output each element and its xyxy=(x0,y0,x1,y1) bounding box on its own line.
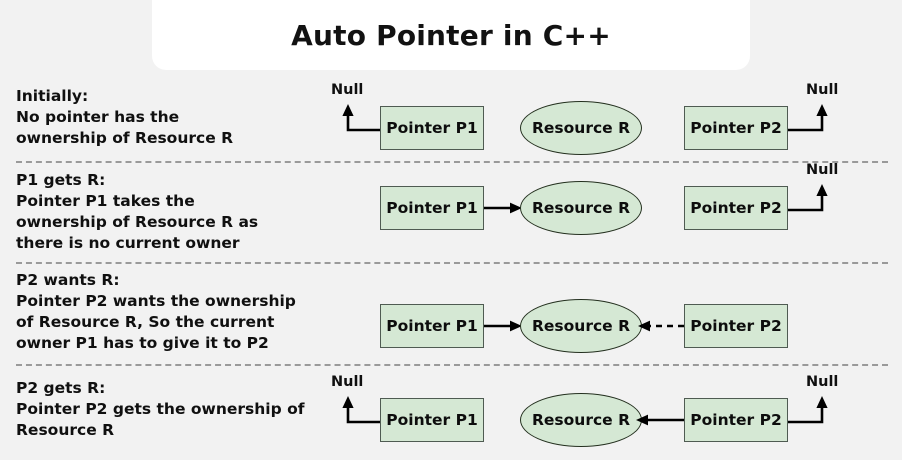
null-label-p2: Null xyxy=(806,374,839,390)
row-separator xyxy=(16,364,888,366)
p1-to-resource-arrow xyxy=(484,318,524,334)
row-caption: Initially: No pointer has the ownership … xyxy=(16,87,234,148)
null-label-p1: Null xyxy=(331,82,364,98)
title-card: Auto Pointer in C++ xyxy=(152,0,750,70)
pointer-p1-box: Pointer P1 xyxy=(380,398,484,442)
p2-to-resource-dashed-arrow xyxy=(636,318,686,334)
p2-null-arrow xyxy=(788,184,848,218)
p2-null-arrow xyxy=(788,396,848,430)
pointer-p1-box: Pointer P1 xyxy=(380,186,484,230)
pointer-p2-box: Pointer P2 xyxy=(684,106,788,150)
resource-r-ellipse: Resource R xyxy=(520,101,642,155)
row-separator xyxy=(16,262,888,264)
pointer-p1-box: Pointer P1 xyxy=(380,304,484,348)
row-caption: P2 wants R: Pointer P2 wants the ownersh… xyxy=(16,271,296,353)
pointer-p2-box: Pointer P2 xyxy=(684,186,788,230)
p2-null-arrow xyxy=(788,104,848,138)
resource-r-ellipse: Resource R xyxy=(520,393,642,447)
diagram-row-initially: Initially: No pointer has the ownership … xyxy=(0,78,902,162)
pointer-p2-box: Pointer P2 xyxy=(684,398,788,442)
row-caption: P1 gets R: Pointer P1 takes the ownershi… xyxy=(16,171,259,253)
row-caption: P2 gets R: Pointer P2 gets the ownership… xyxy=(16,379,305,440)
null-label-p1: Null xyxy=(331,374,364,390)
diagram-row-p1-gets-r: P1 gets R: Pointer P1 takes the ownershi… xyxy=(0,162,902,262)
p1-to-resource-arrow xyxy=(484,200,524,216)
pointer-p2-box: Pointer P2 xyxy=(684,304,788,348)
resource-r-ellipse: Resource R xyxy=(520,181,642,235)
row-separator xyxy=(16,161,888,163)
diagram-row-p2-gets-r: P2 gets R: Pointer P2 gets the ownership… xyxy=(0,370,902,460)
null-label-p2: Null xyxy=(806,162,839,178)
pointer-p1-box: Pointer P1 xyxy=(380,106,484,150)
diagram-row-p2-wants-r: P2 wants R: Pointer P2 wants the ownersh… xyxy=(0,268,902,364)
null-label-p2: Null xyxy=(806,82,839,98)
page-title: Auto Pointer in C++ xyxy=(291,18,611,52)
resource-r-ellipse: Resource R xyxy=(520,299,642,353)
